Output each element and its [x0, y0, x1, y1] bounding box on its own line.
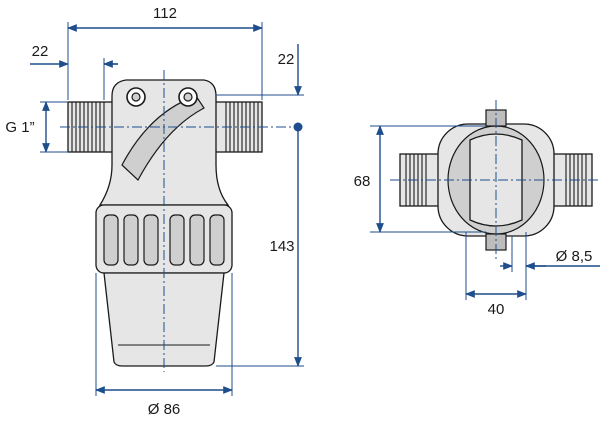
left-threaded-inlet	[67, 101, 117, 153]
hole-spacing-label: 40	[488, 301, 505, 318]
side-view	[390, 100, 598, 262]
right-offset-label: 22	[278, 51, 295, 68]
left-offset-label: 22	[32, 43, 49, 60]
thread-size-label: G 1”	[5, 119, 34, 136]
side-height-label: 68	[354, 173, 371, 190]
side-view-dimensions: 68 40 Ø 8,5	[354, 125, 600, 318]
front-view-dimensions: 112 22 22 G 1” 143 Ø 86	[5, 5, 304, 418]
bowl-diameter-label: Ø 86	[148, 401, 181, 418]
hole-diameter-label: Ø 8,5	[556, 248, 593, 265]
filter-bowl	[103, 272, 225, 367]
overall-width-label: 112	[153, 5, 177, 22]
front-view	[60, 70, 300, 372]
reference-point	[293, 122, 303, 132]
total-height-label: 143	[269, 238, 294, 255]
